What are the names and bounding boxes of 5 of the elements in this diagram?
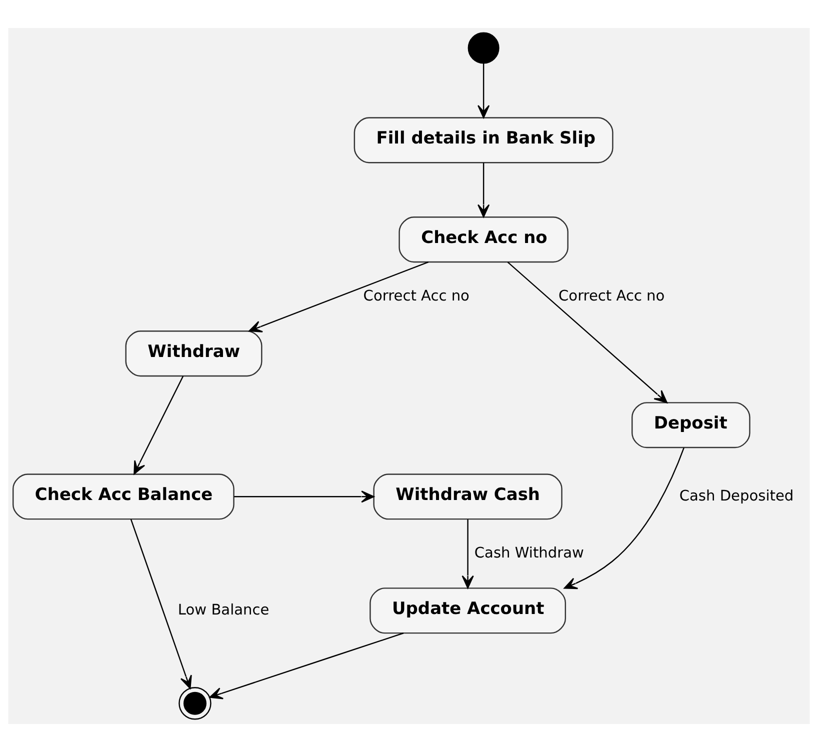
edge-label: Correct Acc no	[363, 286, 470, 304]
edge-label: Correct Acc no	[558, 286, 665, 304]
edge-label: Low Balance	[178, 600, 270, 618]
edge-label: Cash Withdraw	[474, 544, 584, 561]
edge-label: Cash Deposited	[679, 486, 794, 504]
